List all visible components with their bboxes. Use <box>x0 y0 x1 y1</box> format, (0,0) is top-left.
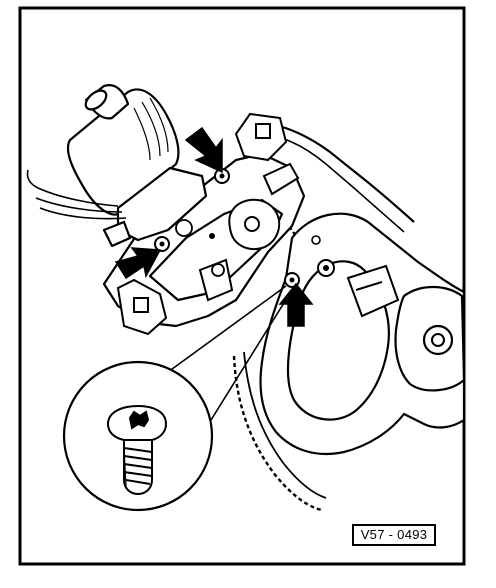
lower-motor-bolt <box>154 236 170 252</box>
regulator-arm <box>259 212 466 456</box>
link-lever <box>198 162 300 302</box>
window-motor <box>66 84 208 248</box>
torx-screw <box>106 404 168 496</box>
figure-reference-code: V57 - 0493 <box>352 524 436 546</box>
arm-bolt-center <box>323 265 329 271</box>
magnifier-leader <box>167 285 293 429</box>
motor-shading <box>133 97 169 161</box>
plate-bracket-bottom <box>116 278 168 336</box>
plate-hole-b <box>211 263 225 277</box>
plate-hole-a <box>175 219 193 237</box>
pivot-core <box>431 333 445 347</box>
arm-hole-small <box>311 235 321 245</box>
outer-border <box>18 6 466 566</box>
drive-gear <box>228 198 281 250</box>
arrow-upper-motor-bolt <box>184 126 223 174</box>
wiring-harness <box>26 169 127 220</box>
plate-bracket-top <box>234 112 288 162</box>
gear-sector-back <box>243 351 327 499</box>
plate-hole-c <box>209 233 215 239</box>
arm-slider-block <box>346 264 400 318</box>
arrow-lower-motor-bolt <box>114 247 162 280</box>
arrow-regulator-plate-bolt <box>278 282 314 327</box>
